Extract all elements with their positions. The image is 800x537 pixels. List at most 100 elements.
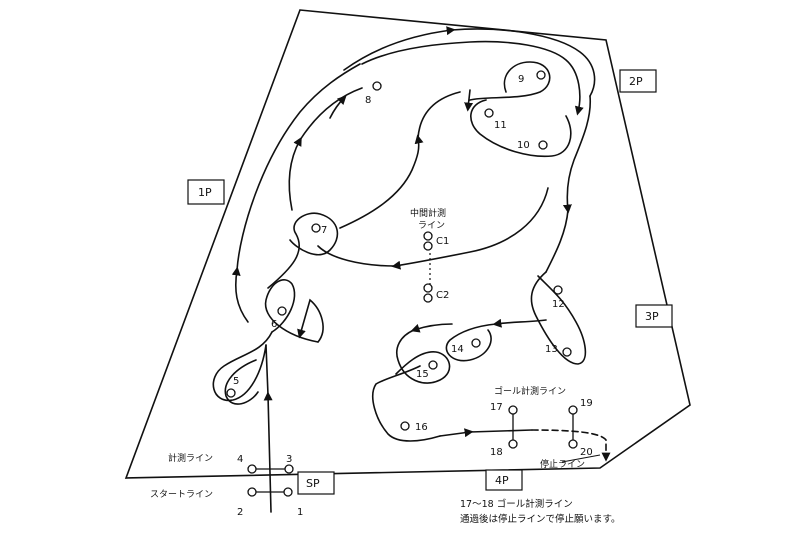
- zone-sp: SP: [297, 471, 335, 495]
- route-dashed-stop: [531, 429, 611, 462]
- pylon-16: [400, 421, 410, 431]
- route-top: [343, 26, 456, 71]
- route-left-up-2: [236, 63, 361, 271]
- route-inner-center-2: [417, 91, 461, 139]
- zone-3p: 3P: [635, 304, 673, 328]
- pylon-15: [428, 360, 438, 370]
- pylon-c1a: [423, 231, 433, 241]
- pylon-label-10: 10: [517, 140, 530, 151]
- mid-line-label-2: ライン: [418, 220, 445, 231]
- pylon-8: [372, 81, 382, 91]
- pylon-12: [553, 285, 563, 295]
- route-15-left: [372, 365, 441, 442]
- zone-sp-label: SP: [306, 477, 320, 490]
- note-line-2: 通過後は停止ラインで停止願います。: [460, 513, 621, 525]
- pylon-label-3: 3: [286, 454, 292, 465]
- pylon-labels: 1 2 3 4 5 6 7 8 9 10 11 12 13 14 15 16 1…: [233, 74, 593, 518]
- route-loop-5: [212, 331, 273, 402]
- pylons: [226, 70, 578, 497]
- pylon-label-2: 2: [237, 507, 243, 518]
- pylon-label-c2: C2: [436, 290, 449, 301]
- route-start: [263, 391, 273, 513]
- route-14-left: [410, 323, 453, 333]
- mid-line-label-1: 中間計測: [410, 207, 446, 219]
- pylon-20: [568, 439, 578, 449]
- pylon-4: [247, 464, 257, 474]
- zone-2p-label: 2P: [629, 75, 643, 88]
- route: [212, 26, 611, 513]
- route-left-up: [231, 266, 249, 323]
- pylon-label-13: 13: [545, 344, 558, 355]
- pylon-label-c1: C1: [436, 236, 449, 247]
- pylon-1: [283, 487, 293, 497]
- route-top-2: [451, 28, 596, 97]
- route-right-down-2: [545, 209, 569, 273]
- route-bottom-left-2: [317, 245, 396, 267]
- route-loop-9: [469, 61, 551, 101]
- route-right-down: [562, 95, 592, 214]
- pylon-c1b: [423, 241, 433, 251]
- route-inner-up: [288, 136, 302, 211]
- measure-line-label: 計測ライン: [168, 452, 213, 464]
- pylon-19: [568, 405, 578, 415]
- pylon-7: [311, 223, 321, 233]
- pylon-label-15: 15: [416, 369, 429, 380]
- pylon-13: [562, 347, 572, 357]
- pylon-label-5: 5: [233, 376, 239, 387]
- route-top-inner: [361, 40, 584, 116]
- pylon-6: [277, 306, 287, 316]
- route-loop-12-13: [530, 271, 587, 365]
- stop-line-label: 停止ライン: [540, 458, 585, 470]
- course-boundary: [124, 9, 691, 479]
- pylon-3: [284, 464, 294, 474]
- pylon-c2b: [423, 293, 433, 303]
- pylon-label-18: 18: [490, 447, 503, 458]
- pylon-17: [508, 405, 518, 415]
- pylon-label-12: 12: [552, 299, 565, 310]
- pylon-label-14: 14: [451, 344, 464, 355]
- pylon-label-17: 17: [490, 402, 503, 413]
- route-inner-up-3: [329, 95, 347, 119]
- pylon-18: [508, 439, 518, 449]
- pylon-label-16: 16: [415, 422, 428, 433]
- route-loop-7: [267, 212, 339, 289]
- zone-3p-label: 3P: [645, 310, 659, 323]
- route-12-left: [492, 318, 547, 328]
- route-to-7-a: [297, 298, 324, 343]
- route-start-2: [265, 344, 269, 396]
- zone-4p: 4P: [485, 469, 523, 491]
- pylon-label-9: 9: [518, 74, 524, 85]
- route-loop-15: [395, 329, 451, 384]
- pylon-2: [247, 487, 257, 497]
- route-loop-14: [445, 323, 497, 362]
- start-line-label: スタートライン: [150, 489, 213, 500]
- pylon-label-1: 1: [297, 507, 303, 518]
- route-loop-10-11: [470, 99, 572, 158]
- pylon-14: [471, 338, 481, 348]
- goal-line-label: ゴール計測ライン: [494, 385, 566, 397]
- route-inner-center: [339, 134, 424, 229]
- route-loop-5-outer: [224, 359, 259, 405]
- pylon-label-19: 19: [580, 398, 593, 409]
- route-bottom-left: [391, 187, 549, 270]
- stop-line-pointer: [561, 454, 601, 463]
- zone-4p-label: 4P: [495, 474, 509, 487]
- pylon-label-20: 20: [580, 447, 593, 458]
- pylon-11: [484, 108, 494, 118]
- route-loop-6: [264, 279, 319, 343]
- pylon-label-8: 8: [365, 95, 371, 106]
- route-to-11: [464, 89, 474, 112]
- pylon-label-11: 11: [494, 120, 507, 131]
- zone-2p: 2P: [619, 69, 657, 93]
- route-inner-up-2: [299, 87, 363, 141]
- pylon-label-4: 4: [237, 454, 243, 465]
- pylon-5: [226, 388, 236, 398]
- route-to-goal: [439, 428, 474, 438]
- pylon-label-6: 6: [271, 319, 277, 330]
- note-line-1: 17～18 ゴール計測ライン: [460, 498, 573, 510]
- pylon-label-7: 7: [321, 225, 327, 236]
- zone-1p-label: 1P: [198, 186, 212, 199]
- zone-1p: 1P: [187, 179, 225, 205]
